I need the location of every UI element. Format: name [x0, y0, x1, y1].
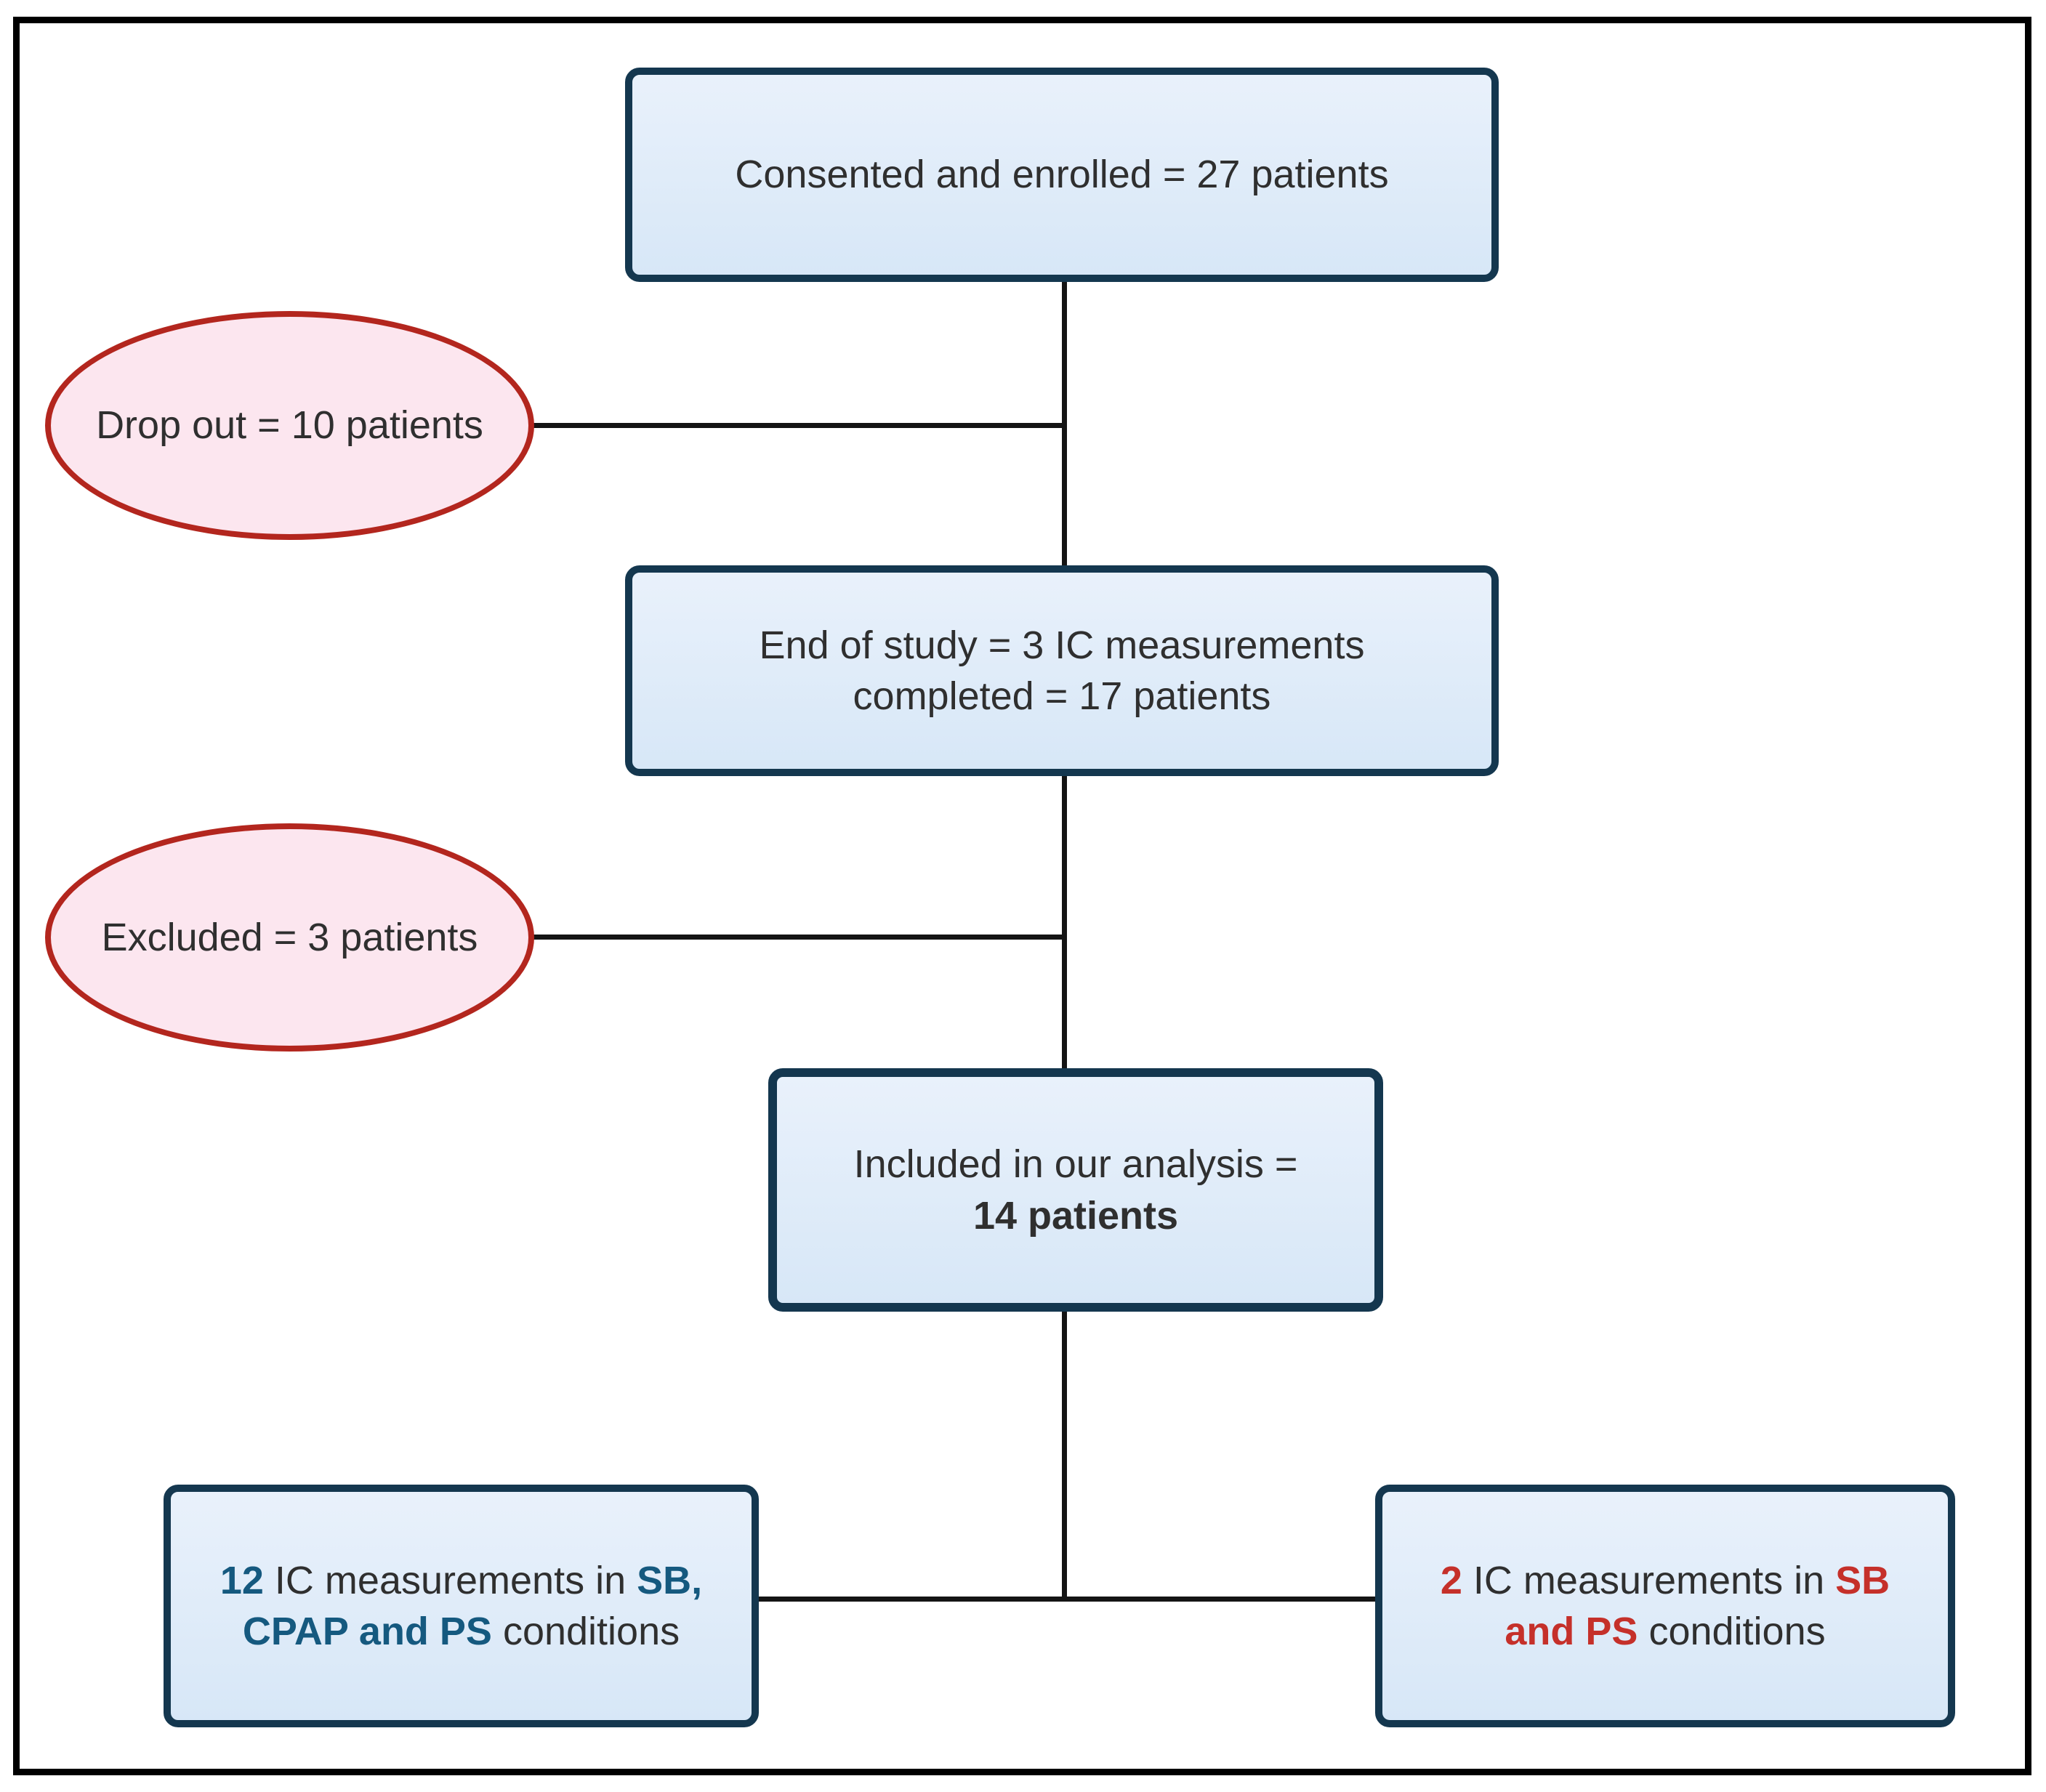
node-included-line1: Included in our analysis = [853, 1142, 1298, 1187]
node-end-of-study: End of study = 3 IC measurements complet… [625, 565, 1499, 776]
node-sb-ps-line1: 2 IC measurements in SB [1440, 1558, 1890, 1602]
node-drop-out-text: Drop out = 10 patients [96, 403, 483, 448]
node-included-in-analysis: Included in our analysis = 14 patients [768, 1068, 1383, 1312]
node-sb-ps-measurements: 2 IC measurements in SB and PS condition… [1375, 1485, 1955, 1727]
connector-included-to-split [1062, 1310, 1067, 1599]
node-sb-cpap-ps-line2: CPAP and PS conditions [242, 1610, 680, 1653]
node-excluded: Excluded = 3 patients [45, 823, 534, 1052]
node-consented-enrolled: Consented and enrolled = 27 patients [625, 68, 1499, 282]
node-end-of-study-line2: completed = 17 patients [853, 674, 1271, 718]
diagram-outer-frame [13, 17, 2031, 1775]
connector-bottom-split [757, 1597, 1377, 1602]
connector-consented-to-endstudy [1062, 282, 1067, 567]
node-sb-ps-line2: and PS conditions [1505, 1610, 1826, 1653]
node-drop-out: Drop out = 10 patients [45, 311, 534, 540]
node-excluded-text: Excluded = 3 patients [101, 915, 478, 959]
node-consented-text: Consented and enrolled = 27 patients [735, 153, 1389, 197]
node-end-of-study-line1: End of study = 3 IC measurements [759, 623, 1365, 667]
connector-excluded-branch [533, 935, 1063, 940]
connector-dropout-branch [533, 423, 1063, 428]
node-sb-cpap-ps-measurements: 12 IC measurements in SB, CPAP and PS co… [164, 1485, 759, 1727]
node-included-line2: 14 patients [972, 1193, 1179, 1238]
connector-endstudy-to-included [1062, 775, 1067, 1070]
node-sb-cpap-ps-line1: 12 IC measurements in SB, [219, 1558, 703, 1602]
